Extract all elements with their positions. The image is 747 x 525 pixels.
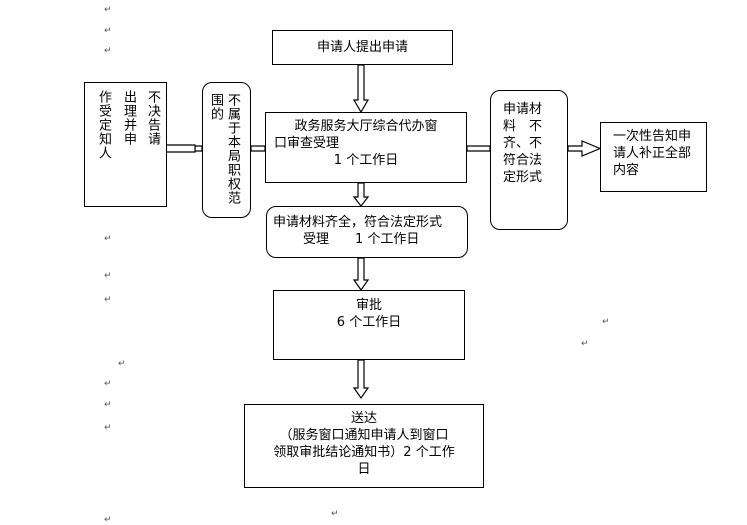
accepted-line-1: 申请材料齐全，符合法定形式 <box>273 215 443 230</box>
paragraph-mark: ↵ <box>602 317 610 327</box>
approve-line-1: 审批 <box>355 298 382 313</box>
incomplete-line-5: 定形式 <box>503 170 543 185</box>
paragraph-mark: ↵ <box>104 423 112 433</box>
deliver-box: 送达 （服务窗口通知申请人到窗口 领取审批结论通知书）2 个工作 日 <box>244 404 484 488</box>
apply-box: 申请人提出申请 <box>272 30 453 65</box>
incomplete-line-1: 申请材 <box>503 102 543 117</box>
notify-once-line-1: 一次性告知申 <box>613 129 692 144</box>
not-in-scope-box: 不属于本局职权范围的 <box>202 82 251 218</box>
paragraph-mark: ↵ <box>104 515 112 525</box>
paragraph-mark: ↵ <box>104 5 112 15</box>
reject-col-1: 不决告请 <box>145 90 160 146</box>
arrow-right-notify <box>567 140 602 157</box>
paragraph-mark: ↵ <box>118 359 126 369</box>
arrow-down-review <box>352 182 370 207</box>
arrow-left-reject <box>194 145 203 152</box>
arrow-down-accepted <box>352 257 370 292</box>
incomplete-box: 申请材 料 不 齐、不 符合法 定形式 <box>490 90 568 230</box>
paragraph-mark: ↵ <box>581 339 589 349</box>
reject-box: 不决告请 出理并申 作受定知人 <box>84 82 167 207</box>
arrow-down-apply <box>352 64 370 114</box>
connector-review-incomplete <box>466 145 491 152</box>
arrow-down-approve <box>352 359 370 400</box>
incomplete-line-3: 齐、不 <box>503 136 543 151</box>
accepted-box: 申请材料齐全，符合法定形式 受理 1 个工作日 <box>266 206 468 258</box>
reject-col-2: 出理并申 <box>121 90 136 146</box>
accepted-line-2: 受理 1 个工作日 <box>303 232 420 247</box>
paragraph-mark: ↵ <box>331 509 339 519</box>
notify-once-box: 一次性告知申 请人补正全部 内容 <box>600 122 707 192</box>
deliver-line-4: 日 <box>357 462 371 477</box>
window-review-line-2: 口审查受理 <box>274 136 340 151</box>
paragraph-mark: ↵ <box>104 271 112 281</box>
incomplete-line-2: 料 不 <box>503 119 543 134</box>
paragraph-mark: ↵ <box>104 379 112 389</box>
not-in-scope-label: 不属于本局职权范围的 <box>208 93 240 205</box>
window-review-line-1: 政务服务大厅综合代办窗 <box>294 119 438 134</box>
approve-box: 审批 6 个工作日 <box>273 290 465 360</box>
reject-col-3: 作受定知人 <box>96 90 111 160</box>
deliver-line-3: 领取审批结论通知书）2 个工作 <box>273 445 455 460</box>
connector-review-scope <box>250 145 266 152</box>
paragraph-mark: ↵ <box>104 46 112 56</box>
window-review-line-3: 1 个工作日 <box>333 153 399 168</box>
paragraph-mark: ↵ <box>104 234 112 244</box>
deliver-line-1: 送达 <box>350 411 377 426</box>
apply-label: 申请人提出申请 <box>316 40 408 55</box>
approve-line-2: 6 个工作日 <box>336 315 402 330</box>
paragraph-mark: ↵ <box>104 26 112 36</box>
window-review-box: 政务服务大厅综合代办窗 口审查受理 1 个工作日 <box>265 112 467 183</box>
notify-once-line-2: 请人补正全部 <box>613 146 692 161</box>
notify-once-line-3: 内容 <box>613 163 640 178</box>
incomplete-line-4: 符合法 <box>503 153 543 168</box>
deliver-line-2: （服务窗口通知申请人到窗口 <box>279 428 449 443</box>
paragraph-mark: ↵ <box>104 295 112 305</box>
paragraph-mark: ↵ <box>104 400 112 410</box>
